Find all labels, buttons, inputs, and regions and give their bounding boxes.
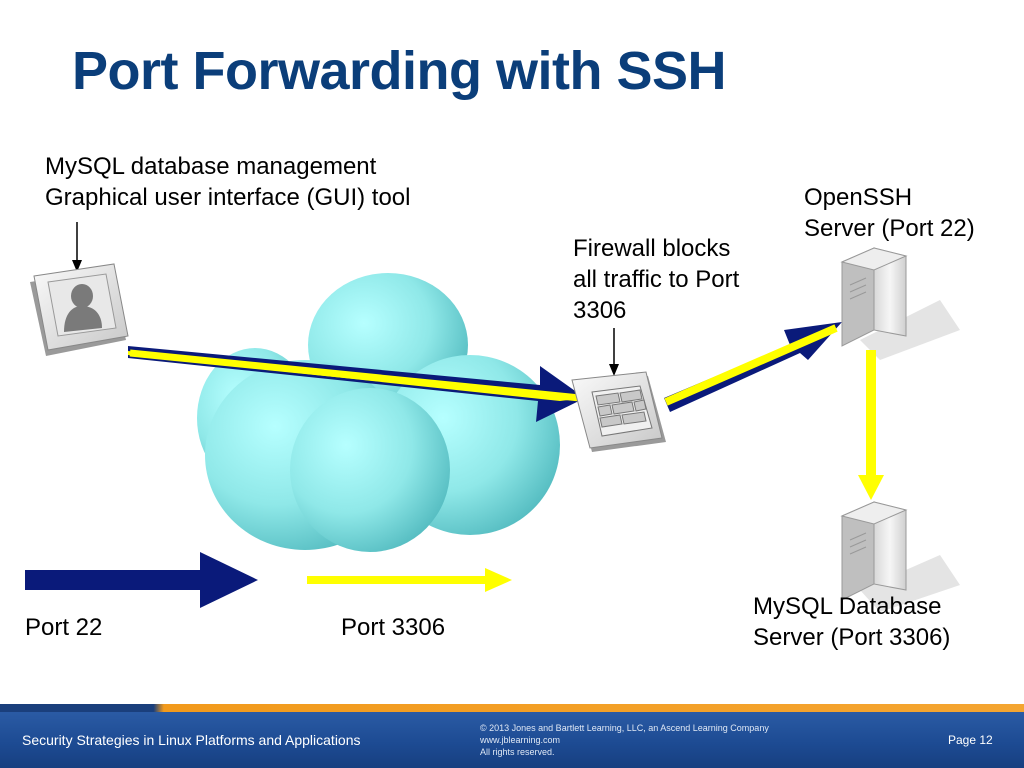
firewall-label-line2: all traffic to Port [573, 266, 740, 293]
firewall-label-line1: Firewall blocks [573, 235, 731, 262]
footer-page-number: Page 12 [948, 733, 993, 747]
gui-tool-label-line1: MySQL database management [45, 153, 377, 180]
server-icon [840, 247, 908, 347]
network-cloud-icon [197, 273, 560, 552]
openssh-label-line2: Server (Port 22) [804, 215, 975, 242]
callout-line-firewall [609, 328, 619, 376]
openssh-label-line1: OpenSSH [804, 184, 913, 211]
slide-title: Port Forwarding with SSH [72, 41, 727, 101]
mysql-server-label: MySQL Database Server (Port 3306) [753, 591, 950, 653]
firewall-label-line3: 3306 [573, 297, 627, 324]
mysql-traffic-arrow-down [858, 350, 884, 500]
gui-tool-label: MySQL database management Graphical user… [45, 151, 410, 213]
legend-port22-label: Port 22 [25, 614, 103, 641]
callout-line-gui [72, 222, 82, 272]
footer-copyright: © 2013 Jones and Bartlett Learning, LLC,… [480, 722, 769, 758]
legend-port3306-label: Port 3306 [341, 614, 446, 641]
diagram-canvas [25, 222, 960, 612]
server-icon [840, 501, 908, 601]
firewall-icon [571, 371, 666, 452]
ssh-tunnel-arrow-1 [128, 346, 585, 422]
footer-bar [0, 706, 1024, 768]
firewall-label: Firewall blocks all traffic to Port 3306 [573, 233, 739, 326]
ssh-tunnel-arrow-2 [664, 322, 842, 412]
user-icon [64, 284, 102, 332]
footer-copyright-line3: All rights reserved. [480, 747, 555, 757]
mysql-label-line1: MySQL Database [753, 593, 942, 620]
openssh-server-icon [840, 247, 960, 360]
footer-accent-stripe [0, 704, 1024, 712]
footer-course-title: Security Strategies in Linux Platforms a… [22, 732, 361, 748]
gui-tool-label-line2: Graphical user interface (GUI) tool [45, 184, 411, 211]
client-workstation-icon [30, 263, 129, 356]
mysql-server-icon [840, 501, 960, 612]
openssh-server-label: OpenSSH Server (Port 22) [804, 182, 975, 244]
footer-copyright-line2: www.jblearning.com [480, 735, 561, 745]
legend-port3306-arrow [307, 568, 512, 592]
legend-port22-arrow [25, 552, 258, 608]
footer-copyright-line1: © 2013 Jones and Bartlett Learning, LLC,… [480, 723, 769, 733]
mysql-label-line2: Server (Port 3306) [753, 624, 951, 651]
